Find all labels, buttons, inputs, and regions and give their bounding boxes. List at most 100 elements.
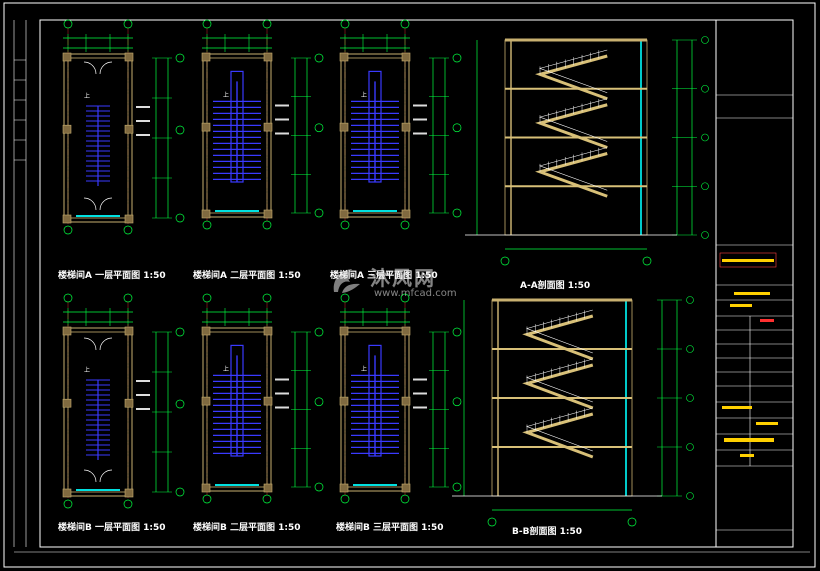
plan-stair-a-3f: 上 xyxy=(339,19,462,230)
axis-bubble xyxy=(262,293,272,303)
plan-stair-b-1f: 上 xyxy=(62,293,185,509)
stair-well xyxy=(368,70,382,183)
sheet-frame xyxy=(3,2,816,568)
wall-outer xyxy=(340,327,410,492)
level-bubble xyxy=(686,492,694,500)
annotation-mark xyxy=(136,380,150,382)
level-bubble xyxy=(686,296,694,304)
column xyxy=(339,483,349,493)
axis-bubble xyxy=(314,123,324,133)
column xyxy=(401,326,411,336)
column xyxy=(201,483,211,493)
axis-bubble xyxy=(175,487,185,497)
binding-strip xyxy=(14,59,810,553)
plan-title-stair-b-1f: 楼梯间B 一层平面图 1:50 xyxy=(58,523,166,533)
section-section-aa xyxy=(465,36,709,266)
column xyxy=(263,396,273,406)
column xyxy=(339,52,349,62)
wall-outer xyxy=(63,327,133,497)
plan-up-label: 上 xyxy=(84,92,90,100)
wall-outer xyxy=(63,53,133,223)
annotation-mark xyxy=(136,106,150,108)
axis-bubble xyxy=(642,256,652,266)
plan-title-stair-a-1f: 楼梯间A 一层平面图 1:50 xyxy=(58,271,166,281)
axis-bubble xyxy=(340,220,350,230)
annotation-mark xyxy=(275,118,289,121)
column xyxy=(201,396,211,406)
section-section-bb xyxy=(452,296,694,527)
wall-inner xyxy=(67,57,129,219)
column xyxy=(201,209,211,219)
plan-up-label: 上 xyxy=(84,366,90,374)
plan-up-label: 上 xyxy=(223,91,229,99)
annotation-mark xyxy=(136,408,150,410)
wall-outer xyxy=(202,53,272,218)
column xyxy=(339,122,349,132)
wall-inner xyxy=(206,57,268,214)
column xyxy=(201,326,211,336)
axis-bubble xyxy=(202,220,212,230)
title-block-marks xyxy=(722,259,778,457)
column xyxy=(401,396,411,406)
axis-bubble xyxy=(123,499,133,509)
wall-inner xyxy=(206,331,268,488)
axis-bubble xyxy=(314,482,324,492)
column xyxy=(201,122,211,132)
annotation-mark xyxy=(413,406,427,409)
column xyxy=(62,214,72,224)
column xyxy=(124,214,134,224)
stair-sections xyxy=(452,36,709,527)
axis-bubble xyxy=(175,213,185,223)
axis-bubble xyxy=(452,482,462,492)
annotation-mark xyxy=(413,118,427,121)
watermark-cn: 沐风网 xyxy=(370,266,436,290)
annotation-mark xyxy=(136,394,150,396)
section-title-bb: B-B剖面图 1:50 xyxy=(512,527,582,537)
column xyxy=(124,124,134,134)
axis-bubble xyxy=(452,208,462,218)
axis-bubble xyxy=(262,494,272,504)
axis-bubble xyxy=(314,208,324,218)
level-bubble xyxy=(686,345,694,353)
door-swing xyxy=(83,197,113,211)
plan-title-stair-a-2f: 楼梯间A 二层平面图 1:50 xyxy=(193,271,301,281)
annotation-mark xyxy=(275,392,289,395)
axis-bubble xyxy=(627,517,637,527)
plan-stair-a-2f: 上 xyxy=(201,19,324,230)
plan-up-label: 上 xyxy=(361,365,367,373)
annotation-mark xyxy=(413,392,427,395)
axis-bubble xyxy=(202,293,212,303)
column xyxy=(339,396,349,406)
axis-bubble xyxy=(175,125,185,135)
wall-inner xyxy=(344,331,406,488)
axis-bubble xyxy=(452,123,462,133)
axis-bubble xyxy=(123,293,133,303)
axis-bubble xyxy=(500,256,510,266)
annotation-mark xyxy=(413,132,427,135)
plan-stair-b-2f: 上 xyxy=(201,293,324,504)
watermark: 沐风网 www.mfcad.com xyxy=(330,262,500,306)
section-title-aa: A-A剖面图 1:50 xyxy=(520,281,591,291)
column xyxy=(263,209,273,219)
annotation-mark xyxy=(136,120,150,122)
column xyxy=(124,326,134,336)
axis-bubble xyxy=(63,293,73,303)
stair-well xyxy=(230,70,244,183)
plan-stair-a-1f: 上 xyxy=(62,19,185,235)
column xyxy=(263,52,273,62)
wall-outer xyxy=(340,53,410,218)
title-block xyxy=(716,94,793,531)
annotation-mark xyxy=(413,378,427,381)
axis-bubble xyxy=(340,494,350,504)
column xyxy=(401,209,411,219)
axis-bubble xyxy=(175,327,185,337)
annotation-mark xyxy=(275,104,289,107)
axis-bubble xyxy=(202,19,212,29)
axis-bubble xyxy=(202,494,212,504)
annotation-mark xyxy=(413,104,427,107)
wall-inner xyxy=(67,331,129,493)
plan-title-stair-b-3f: 楼梯间B 三层平面图 1:50 xyxy=(336,523,444,533)
column xyxy=(124,52,134,62)
axis-bubble xyxy=(314,327,324,337)
